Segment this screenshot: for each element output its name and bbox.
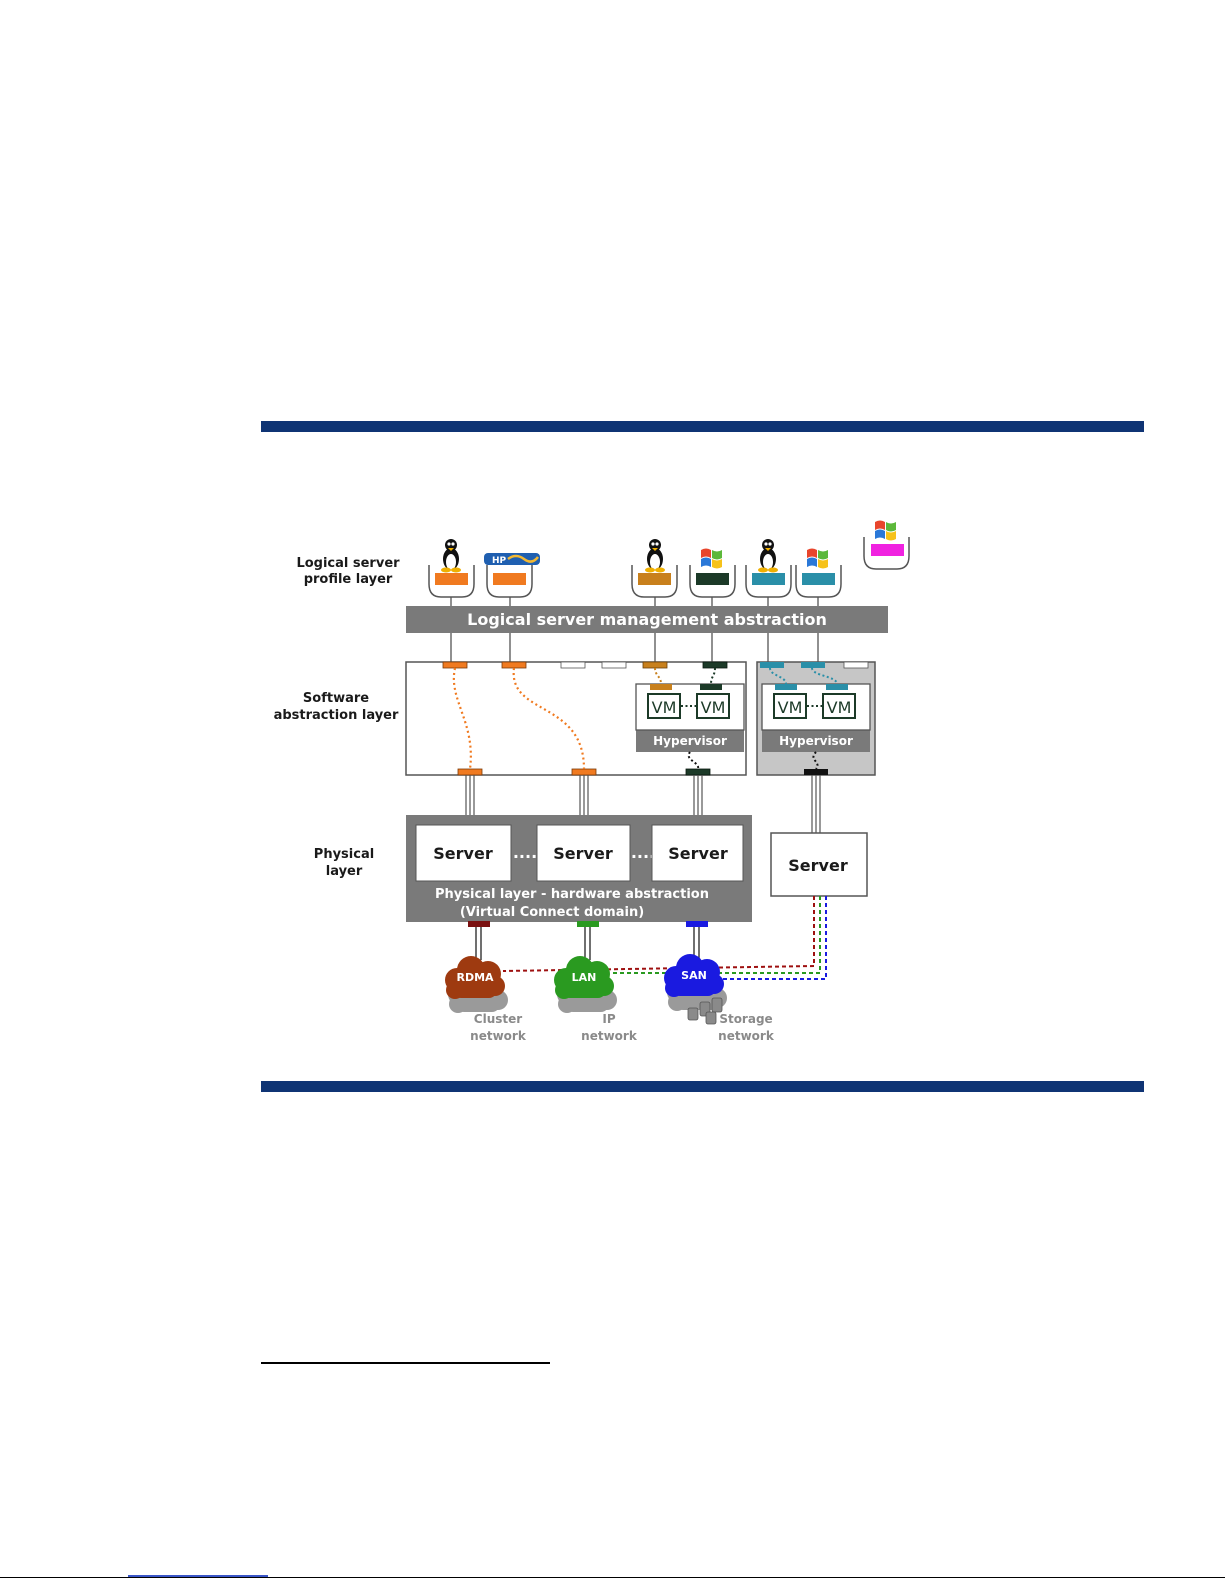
svg-text:VM: VM — [827, 698, 852, 717]
profile-holder-7-unassigned — [863, 520, 910, 570]
management-abstraction-bar: Logical server management abstraction — [406, 606, 888, 633]
ellipsis: .... — [631, 843, 655, 862]
hypervisor-1: VM VM Hypervisor — [635, 667, 745, 770]
software-layer-label: Software abstraction layer — [274, 691, 399, 723]
physical-to-network-links — [475, 927, 700, 960]
svg-text:layer: layer — [326, 864, 363, 879]
san-cloud: SAN — [664, 954, 727, 1025]
svg-text:RDMA: RDMA — [456, 971, 494, 984]
svg-text:VM: VM — [652, 698, 677, 717]
svg-text:network: network — [470, 1029, 527, 1043]
svg-text:Server: Server — [433, 844, 493, 863]
storage-disks-icon — [687, 997, 723, 1025]
svg-text:Server: Server — [553, 844, 613, 863]
hypervisor-2: VM VM Hypervisor — [761, 667, 871, 775]
footnote-rule — [261, 1362, 550, 1364]
hp-ux-logo-icon: HP — [484, 553, 540, 566]
profile-layer-label: Logical server profile layer — [296, 556, 400, 587]
profile-connectors — [450, 597, 819, 606]
ellipsis: .... — [513, 843, 537, 862]
software-layer-box-2: VM VM Hypervisor — [756, 661, 876, 776]
svg-text:Physical layer - hardware abst: Physical layer - hardware abstraction — [435, 887, 709, 902]
linux-tux-icon — [441, 539, 461, 573]
linux-tux-icon — [645, 539, 665, 573]
svg-text:network: network — [718, 1029, 775, 1043]
svg-text:Server: Server — [668, 844, 728, 863]
profile-holder-2: HP — [484, 553, 540, 598]
svg-text:Hypervisor: Hypervisor — [653, 734, 727, 748]
svg-text:profile layer: profile layer — [304, 572, 393, 587]
bottom-rule — [261, 1081, 1144, 1092]
svg-text:LAN: LAN — [572, 971, 597, 984]
standalone-server: Server — [770, 832, 868, 897]
svg-text:(Virtual Connect domain): (Virtual Connect domain) — [460, 905, 644, 920]
page-bottom-link-underline — [128, 1575, 268, 1577]
svg-text:Hypervisor: Hypervisor — [779, 734, 853, 748]
ip-network-label: IP network — [581, 1012, 638, 1043]
windows-flag-icon — [875, 520, 896, 541]
server-3: Server — [651, 824, 744, 882]
svg-text:Logical server management abst: Logical server management abstraction — [467, 610, 827, 629]
svg-text:SAN: SAN — [681, 969, 707, 982]
server-1: Server — [415, 824, 512, 882]
lan-cloud: LAN — [554, 956, 617, 1013]
svg-text:Storage: Storage — [719, 1012, 772, 1026]
svg-text:Cluster: Cluster — [474, 1012, 522, 1026]
windows-flag-icon — [701, 548, 722, 569]
standalone-server-fabric-links — [502, 896, 827, 980]
svg-text:VM: VM — [778, 698, 803, 717]
svg-text:Logical server: Logical server — [296, 556, 400, 571]
svg-text:IP: IP — [602, 1012, 615, 1026]
svg-text:Physical: Physical — [314, 847, 374, 862]
page-bottom-line — [0, 1577, 1225, 1578]
svg-text:abstraction layer: abstraction layer — [274, 708, 399, 723]
cluster-network-label: Cluster network — [470, 1012, 527, 1043]
svg-text:HP: HP — [492, 556, 507, 566]
server-2: Server — [536, 824, 631, 882]
profile-holder-4 — [689, 548, 736, 598]
profile-holder-6 — [795, 548, 842, 598]
bar-to-software-connectors — [450, 633, 819, 662]
profile-holder-1 — [428, 539, 475, 598]
svg-text:Software: Software — [303, 691, 369, 706]
physical-layer-label: Physical layer — [314, 847, 374, 879]
profile-holder-3 — [631, 539, 678, 598]
storage-network-label: Storage network — [718, 1012, 775, 1043]
rdma-cloud: RDMA — [445, 956, 508, 1013]
software-to-physical-links — [465, 775, 821, 833]
svg-text:network: network — [581, 1029, 638, 1043]
profile-holder-5 — [745, 539, 792, 598]
software-layer-box: VM VM Hypervisor — [405, 661, 747, 776]
svg-text:VM: VM — [701, 698, 726, 717]
linux-tux-icon — [758, 539, 778, 573]
windows-flag-icon — [807, 548, 828, 569]
top-rule — [261, 421, 1144, 432]
svg-text:Server: Server — [788, 856, 848, 875]
physical-layer-panel: Server .... Server .... Server Physical … — [406, 815, 752, 927]
